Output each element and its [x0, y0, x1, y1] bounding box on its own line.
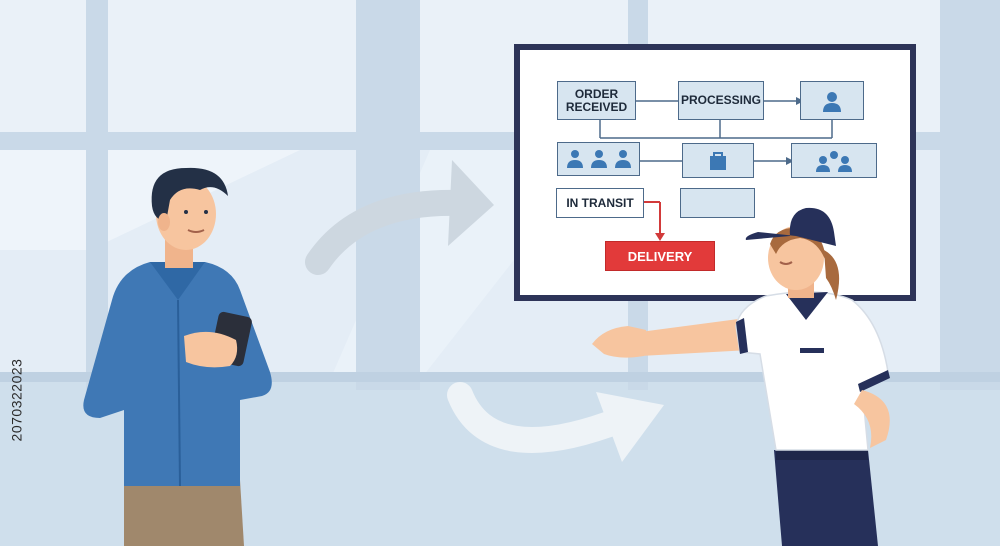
arrow-upper-head	[448, 160, 494, 246]
woman-pants	[774, 446, 878, 546]
man-pants	[124, 480, 244, 546]
team-icon	[816, 150, 852, 172]
node-delivery: DELIVERY	[605, 241, 715, 271]
woman-back-arm	[854, 390, 890, 448]
package-icon	[710, 151, 726, 170]
flowchart-connectors	[599, 97, 833, 241]
user-icon	[823, 91, 841, 112]
stock-id-label: 2070322023	[4, 300, 28, 500]
node-processing: PROCESSING	[678, 81, 764, 120]
node-in-transit: IN TRANSIT	[556, 188, 644, 218]
man-hands	[184, 331, 238, 368]
man-neck-head	[151, 167, 228, 268]
cap-icon	[745, 207, 836, 246]
woman-shirt	[735, 291, 890, 451]
node-blank	[680, 188, 755, 218]
flowchart-board: ORDER RECEIVED PROCESSING	[514, 44, 916, 301]
woman-pointing-arm	[592, 318, 750, 358]
node-group	[557, 142, 640, 176]
node-team	[791, 143, 877, 178]
node-order-received: ORDER RECEIVED	[557, 81, 636, 120]
node-user	[800, 81, 864, 120]
users-group-icon	[566, 150, 631, 168]
woman-head	[745, 207, 840, 300]
stock-id: 2070322023	[8, 358, 24, 442]
arrow-upper	[305, 189, 473, 275]
arrow-lower	[447, 382, 633, 453]
node-package	[682, 143, 754, 178]
arrow-lower-head	[596, 392, 664, 462]
